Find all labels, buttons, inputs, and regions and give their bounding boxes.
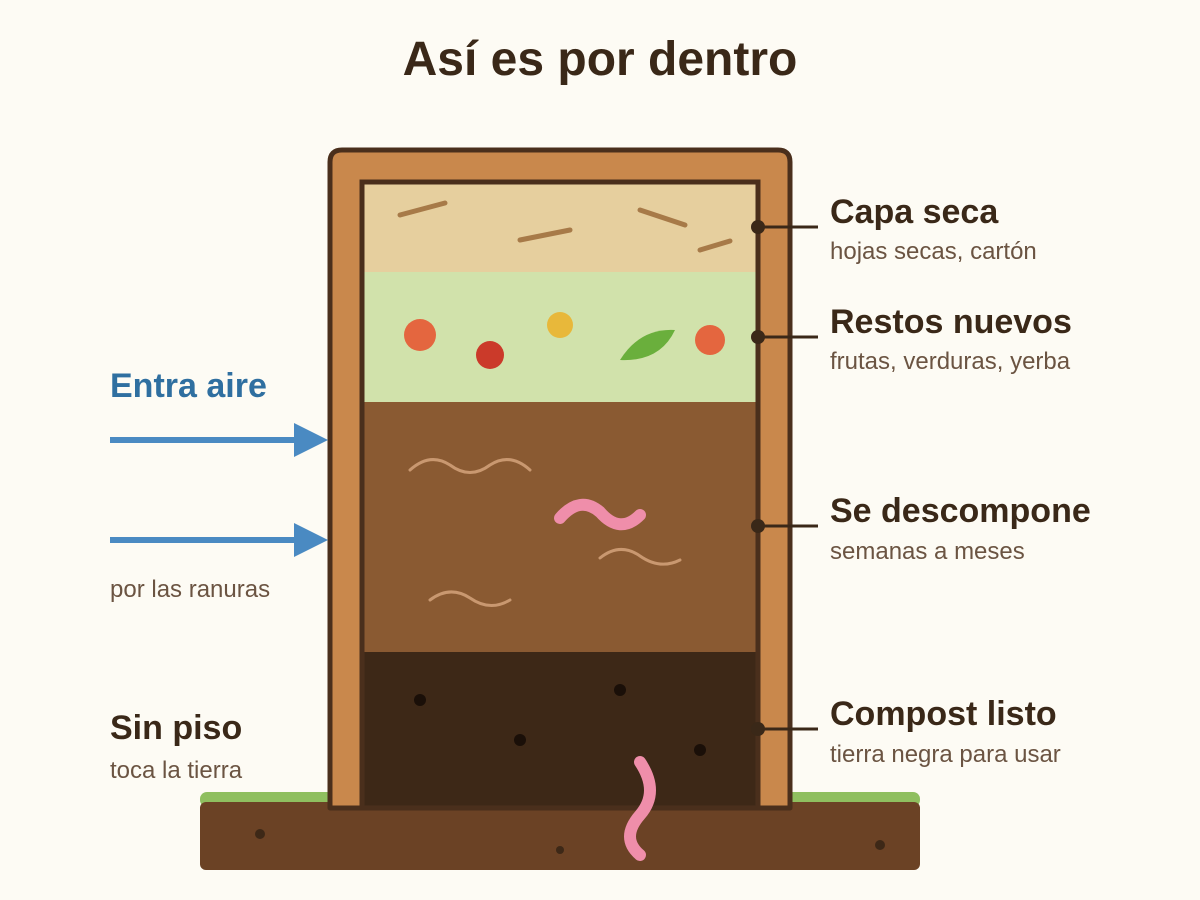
leader-lines (758, 225, 818, 731)
worm (554, 498, 646, 531)
page-title: Así es por dentro (402, 33, 798, 86)
layer-label-fresh: Restos nuevos (830, 303, 1072, 341)
floor-label: Sin piso (110, 709, 243, 747)
soil-speck (255, 829, 265, 839)
dry-layer (362, 182, 758, 272)
compost-speck (614, 684, 626, 696)
compost-speck (694, 744, 706, 756)
twig (697, 238, 733, 253)
layer-desc-decomposing: semanas a meses (830, 538, 1025, 565)
decomposing-layer (362, 402, 758, 652)
worm (624, 756, 656, 861)
air-note: por las ranuras (110, 576, 271, 603)
layer-label-dry: Capa seca (830, 193, 999, 231)
air-arrow (110, 423, 328, 457)
soil-speck (556, 846, 564, 854)
layer-desc-fresh: frutas, verduras, yerba (830, 348, 1071, 375)
air-label: Entra aire (110, 367, 267, 405)
twig (397, 200, 448, 218)
decomposition-lines (408, 458, 682, 607)
fruit-scrap (547, 312, 573, 338)
finished-compost-layer (362, 652, 758, 808)
ground-soil (200, 802, 920, 870)
air-arrow (110, 523, 328, 557)
layer-label-decomposing: Se descompone (830, 492, 1091, 530)
layer-label-finished: Compost listo (830, 695, 1057, 733)
soil-speck (875, 840, 885, 850)
leader-dot (751, 722, 765, 736)
floor-note: toca la tierra (110, 757, 243, 784)
leader-dot (751, 330, 765, 344)
dry-twigs (397, 200, 733, 253)
compost-speck (514, 734, 526, 746)
fruit-scrap (404, 319, 436, 351)
twig (517, 227, 573, 243)
bin-inner-outline (359, 179, 761, 811)
leaf-scrap (620, 329, 675, 361)
twig (637, 207, 688, 228)
squiggle (408, 458, 532, 474)
fruit-scrap (695, 325, 725, 355)
leader-dot (751, 519, 765, 533)
leader-dot (751, 220, 765, 234)
squiggle (428, 590, 512, 607)
compost-speck (414, 694, 426, 706)
fruit-scrap (476, 341, 504, 369)
layer-desc-finished: tierra negra para usar (830, 741, 1061, 768)
squiggle (598, 548, 682, 566)
layer-desc-dry: hojas secas, cartón (830, 238, 1037, 265)
